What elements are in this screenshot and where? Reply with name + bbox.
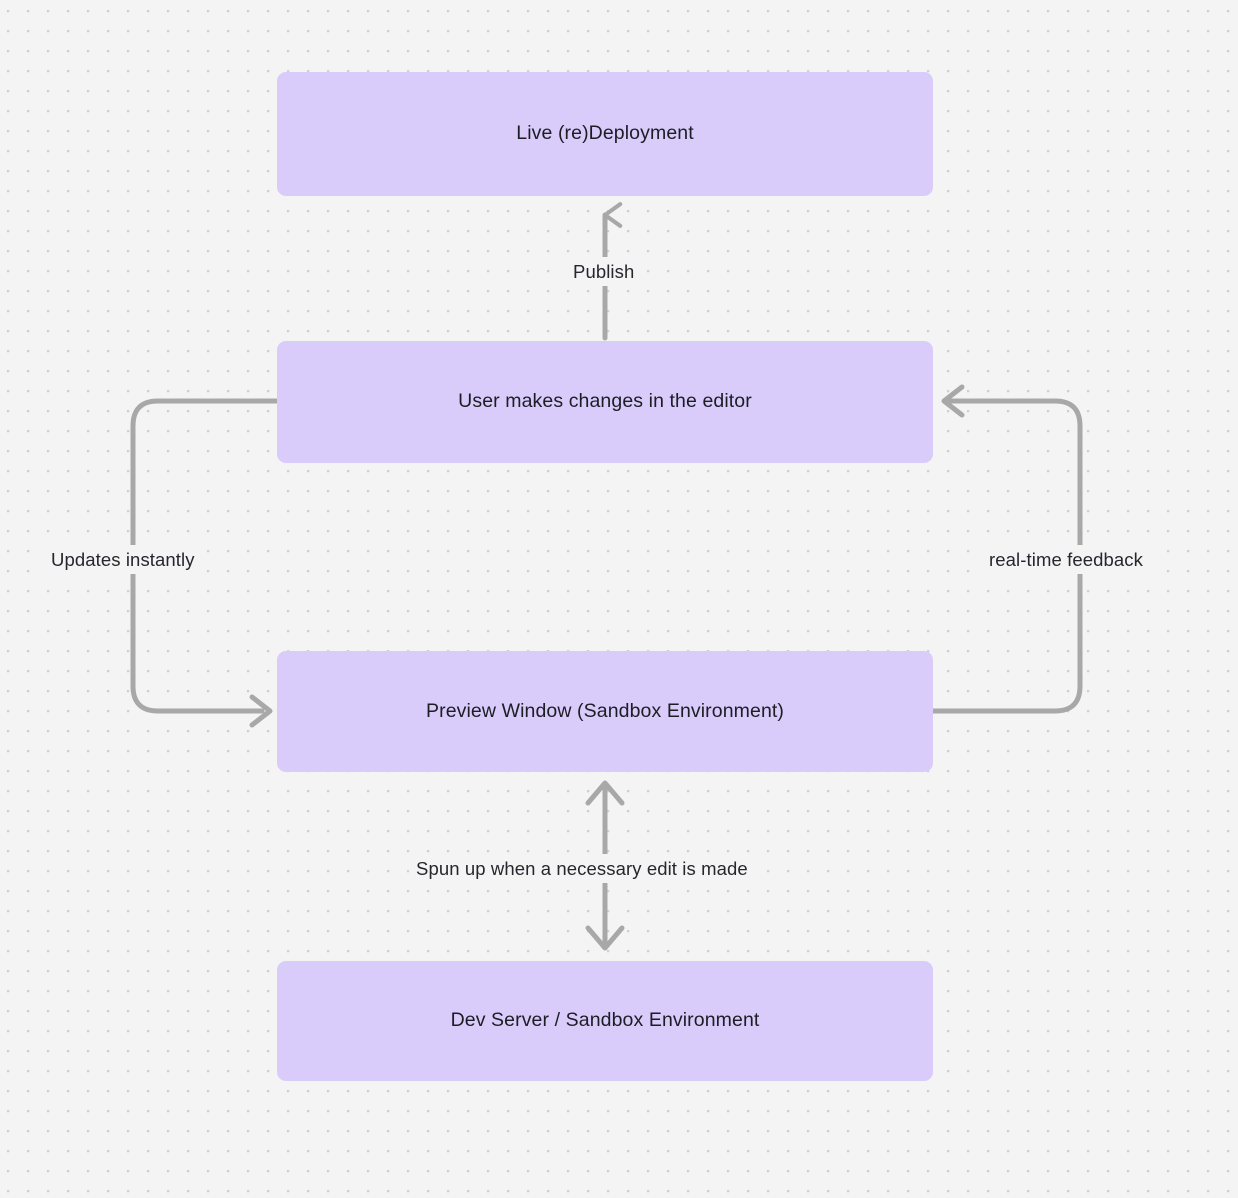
node-live-deployment[interactable]: Live (re)Deployment	[277, 72, 933, 196]
edge-label-publish: Publish	[566, 257, 642, 287]
node-preview-window-label: Preview Window (Sandbox Environment)	[426, 699, 784, 722]
node-preview-window[interactable]: Preview Window (Sandbox Environment)	[277, 651, 933, 772]
node-user-makes-changes-label: User makes changes in the editor	[458, 390, 752, 413]
edge-label-spun-up: Spun up when a necessary edit is made	[409, 854, 755, 884]
node-dev-server-label: Dev Server / Sandbox Environment	[450, 1009, 760, 1032]
edge-label-real-time-feedback: real-time feedback	[982, 545, 1150, 575]
node-user-makes-changes[interactable]: User makes changes in the editor	[277, 341, 933, 463]
edge-label-updates-instantly: Updates instantly	[44, 545, 202, 575]
node-dev-server[interactable]: Dev Server / Sandbox Environment	[277, 961, 933, 1081]
node-live-deployment-label: Live (re)Deployment	[516, 122, 694, 145]
